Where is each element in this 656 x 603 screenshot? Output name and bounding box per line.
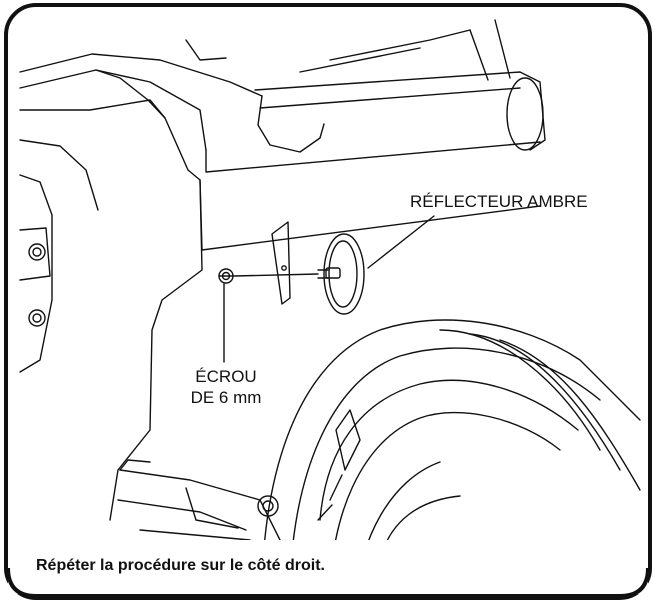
- reflector-leader: [367, 215, 435, 269]
- amber-reflector: [317, 233, 365, 315]
- assembly-axis: [233, 273, 319, 277]
- nut-label: ÉCROU DE 6 mm: [174, 366, 278, 408]
- reflector-bracket: [271, 221, 291, 305]
- caption-panel: [8, 540, 648, 594]
- nut: [218, 268, 234, 284]
- nut-label-line2: DE 6 mm: [190, 388, 262, 407]
- instruction-caption: Répéter la procédure sur le côté droit.: [36, 557, 325, 574]
- cross-tube: [19, 19, 546, 173]
- nut-label-line1: ÉCROU: [195, 367, 257, 386]
- reflector-label: RÉFLECTEUR AMBRE: [410, 192, 588, 211]
